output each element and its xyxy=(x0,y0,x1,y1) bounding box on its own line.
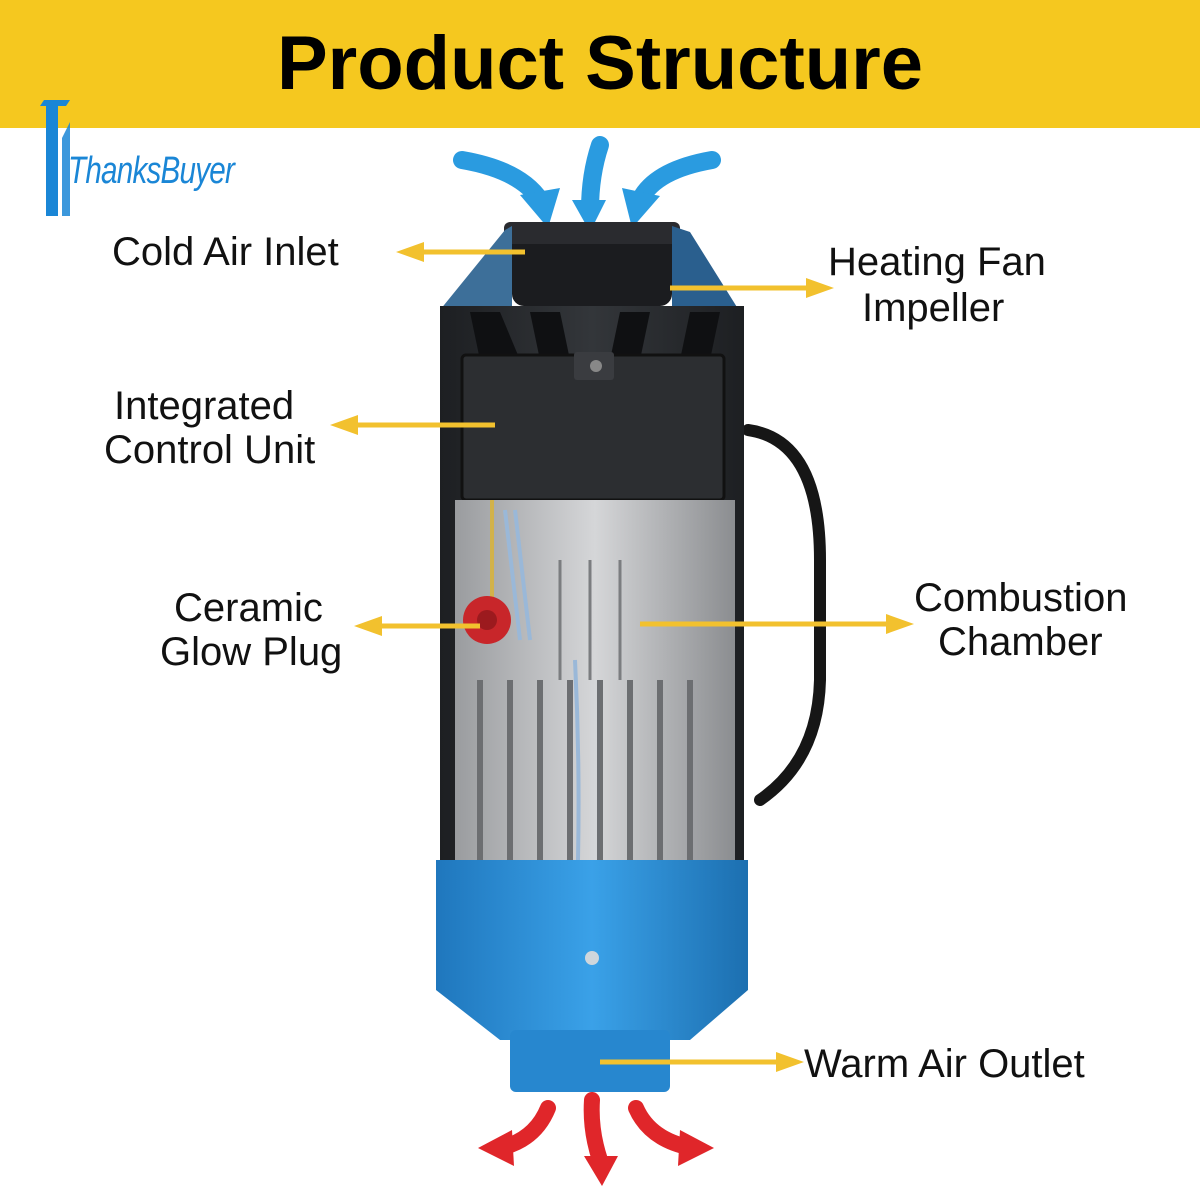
label-glow-line1: Ceramic xyxy=(174,586,323,630)
power-cable xyxy=(742,424,826,806)
blue-bottom-housing xyxy=(436,860,748,1040)
label-control-line1: Integrated xyxy=(114,384,295,428)
outlet-arrow-center xyxy=(583,1092,608,1168)
label-heating-fan-line1: Heating Fan xyxy=(828,240,1046,284)
label-glow-line2: Glow Plug xyxy=(160,630,343,674)
fan-impeller xyxy=(470,312,720,360)
pointer-arrows xyxy=(330,242,914,1072)
page-title: Product Structure xyxy=(276,21,924,106)
title-banner xyxy=(0,0,1200,128)
label-combustion-line1: Combustion xyxy=(914,576,1128,620)
outlet-duct xyxy=(510,1030,670,1092)
label-cold-air-inlet: Cold Air Inlet xyxy=(112,230,339,274)
label-control-line2: Control Unit xyxy=(104,428,316,472)
inlet-arrow-right xyxy=(631,151,721,209)
label-warm-air-outlet: Warm Air Outlet xyxy=(804,1042,1085,1086)
brand-logo-text: ThanksBuyer xyxy=(68,150,235,192)
label-combustion-line2: Chamber xyxy=(938,620,1103,664)
label-heating-fan-line2: Impeller xyxy=(862,286,1005,330)
thanksbuyer-logo-mark xyxy=(40,100,70,216)
intake-cap xyxy=(512,226,672,306)
